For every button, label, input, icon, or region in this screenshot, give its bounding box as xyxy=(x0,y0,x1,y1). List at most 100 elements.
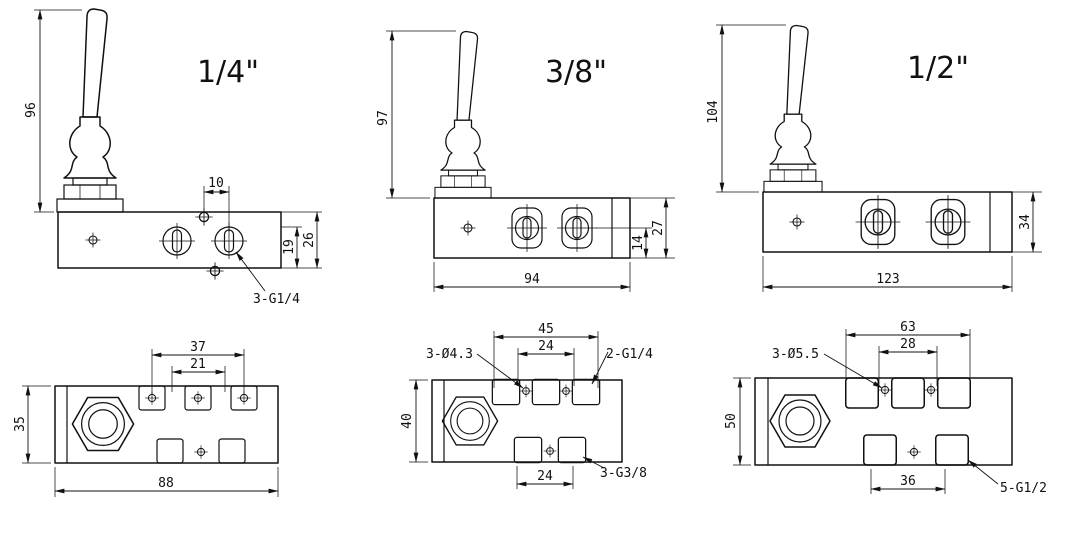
plan-view: 37 21 35 88 xyxy=(13,340,279,497)
plan-view: 45 24 3-Ø4.3 2-G1/4 40 xyxy=(400,322,653,489)
dim-overall-height: 96 xyxy=(24,9,82,213)
valve-body-side xyxy=(57,211,282,269)
plan-port-icon xyxy=(557,436,587,464)
mount-hole-callout: 3-Ø5.5 xyxy=(772,347,883,389)
valve-body-plan xyxy=(754,377,1013,466)
toggle-lever-icon xyxy=(434,30,492,199)
dim-label: 63 xyxy=(900,320,916,335)
dim-label: 123 xyxy=(876,272,899,287)
dim-body-height: 26 xyxy=(281,211,322,269)
callout-label: 3-Ø4.3 xyxy=(426,347,473,362)
dim-label: 36 xyxy=(900,474,916,489)
callout-label: 3-G3/8 xyxy=(600,466,647,481)
mount-hole-icon xyxy=(559,384,573,398)
variant-half-inch: 1/2" 104 34 xyxy=(706,24,1047,496)
pilot-hole-icon xyxy=(84,231,102,249)
inlet-hex-nut-icon xyxy=(769,394,831,448)
plan-port-icon xyxy=(935,434,969,466)
dim-bottom-port-span: 24 xyxy=(516,466,574,489)
mount-hole-icon xyxy=(906,444,922,460)
callout-label: 3-G1/4 xyxy=(253,292,300,307)
pilot-hole-icon xyxy=(788,213,806,231)
dim-port-span-outer: 63 xyxy=(845,320,971,388)
side-view: 96 10 19 26 3-G1/4 xyxy=(24,8,322,307)
variant-title: 1/2" xyxy=(907,51,969,86)
dim-port-span-outer: 37 xyxy=(151,340,245,394)
mount-hole-icon xyxy=(193,444,209,460)
plan-port-icon xyxy=(491,378,521,406)
dim-bottom-port-span: 36 xyxy=(870,469,946,494)
mount-hole-icon xyxy=(194,207,214,227)
dim-body-depth: 35 xyxy=(13,385,51,464)
plan-port-icon xyxy=(513,436,543,464)
dim-label: 50 xyxy=(724,413,739,429)
mount-hole-icon xyxy=(923,382,939,398)
valve-body-plan xyxy=(431,379,623,463)
dim-port-offset: 19 xyxy=(281,226,322,269)
dim-overall-height: 104 xyxy=(706,24,786,193)
side-port-icon xyxy=(556,203,598,253)
side-port-icon xyxy=(158,222,196,260)
dim-label: 97 xyxy=(376,110,391,126)
variant-title: 1/4" xyxy=(197,55,259,90)
side-port-icon xyxy=(506,203,548,253)
dim-label: 40 xyxy=(400,413,415,429)
dim-label: 14 xyxy=(631,235,646,251)
dim-label: 37 xyxy=(190,340,206,355)
mount-hole-callout: 3-Ø4.3 xyxy=(426,347,524,389)
mount-hole-icon xyxy=(190,390,206,406)
dim-body-height: 34 xyxy=(1012,191,1042,253)
plan-port-icon xyxy=(891,377,925,409)
dim-label: 88 xyxy=(158,476,174,491)
callout-label: 2-G1/4 xyxy=(606,347,653,362)
side-port-icon xyxy=(854,194,902,250)
plan-view: 63 28 3-Ø5.5 50 36 xyxy=(724,320,1047,496)
plan-port-icon xyxy=(531,378,561,406)
dim-label: 19 xyxy=(282,239,297,255)
bottom-port-callout: 3-G3/8 xyxy=(582,456,647,481)
toggle-lever-icon xyxy=(56,8,124,213)
callout-label: 5-G1/2 xyxy=(1000,481,1047,496)
dim-label: 24 xyxy=(538,339,554,354)
inlet-hex-nut-icon xyxy=(441,396,499,446)
dim-label: 28 xyxy=(900,337,916,352)
dim-overall-height: 97 xyxy=(376,30,456,199)
dim-label: 27 xyxy=(651,220,666,236)
dim-body-width: 88 xyxy=(54,467,279,497)
dim-body-depth: 40 xyxy=(400,379,428,463)
dim-label: 96 xyxy=(24,102,39,118)
dim-label: 45 xyxy=(538,322,554,337)
plan-port-icon xyxy=(156,438,184,464)
plan-port-icon xyxy=(937,377,971,409)
dim-label: 35 xyxy=(13,416,28,432)
mount-hole-icon xyxy=(877,382,893,398)
side-port-callout: 2-G1/4 xyxy=(591,347,653,385)
dim-label: 10 xyxy=(208,176,224,191)
mount-hole-icon xyxy=(205,261,225,281)
dim-body-width: 123 xyxy=(762,256,1013,292)
dim-body-height: 27 xyxy=(630,197,675,259)
toggle-lever-icon xyxy=(763,24,823,193)
callout-label: 3-Ø5.5 xyxy=(772,347,819,362)
inlet-hex-nut-icon xyxy=(71,396,135,452)
valve-body-side xyxy=(762,191,1013,253)
variant-title: 3/8" xyxy=(545,55,607,90)
pilot-hole-icon xyxy=(459,219,477,237)
side-view: 97 14 27 94 xyxy=(376,30,675,292)
dim-port-span-inner: 28 xyxy=(878,337,938,386)
dim-port-span-inner: 21 xyxy=(171,357,226,392)
bottom-port-callout: 5-G1/2 xyxy=(967,459,1047,496)
dim-label: 26 xyxy=(302,232,317,248)
mount-hole-icon xyxy=(543,444,557,458)
dim-label: 34 xyxy=(1018,214,1033,230)
dim-label: 94 xyxy=(524,272,540,287)
dim-body-depth: 50 xyxy=(724,377,751,466)
dim-body-width: 94 xyxy=(433,262,631,292)
variant-three-eighth-inch: 3/8" 97 14 27 xyxy=(376,30,675,489)
plan-port-icon xyxy=(571,378,601,406)
side-port-icon xyxy=(924,194,972,250)
dim-label: 21 xyxy=(190,357,206,372)
dim-label: 24 xyxy=(537,469,553,484)
